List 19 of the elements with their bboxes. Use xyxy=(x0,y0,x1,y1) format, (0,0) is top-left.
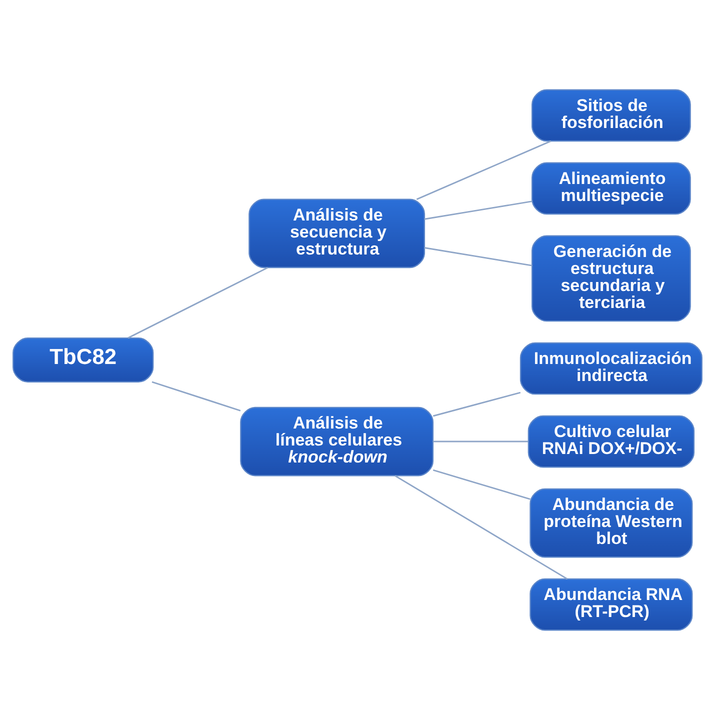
node-box: Análisis de líneas celulares knock-down xyxy=(240,406,434,476)
node-box: Abundancia de proteína Western blot xyxy=(530,488,693,558)
node-box: Sitios de fosforilación xyxy=(532,88,691,142)
connector xyxy=(424,200,532,220)
connector xyxy=(424,246,532,266)
node-box: Cultivo celular RNAi DOX+/DOX- xyxy=(528,414,695,468)
node-box: Abundancia RNA (RT-PCR) xyxy=(530,578,693,630)
connector xyxy=(128,266,268,338)
connector xyxy=(416,140,552,200)
connector xyxy=(433,440,528,442)
connector xyxy=(432,468,530,500)
connector xyxy=(394,474,568,580)
node-box: Generación de estructura secundaria y terciaria xyxy=(532,234,691,322)
connector xyxy=(152,380,241,411)
node-box: Análisis de secuencia y estructura xyxy=(248,198,426,268)
node-box: Inmunolocalización indirecta xyxy=(520,342,702,394)
connector xyxy=(432,391,521,416)
node-box: Alineamiento multiespecie xyxy=(532,162,691,214)
node-box: TbC82 xyxy=(12,336,154,382)
